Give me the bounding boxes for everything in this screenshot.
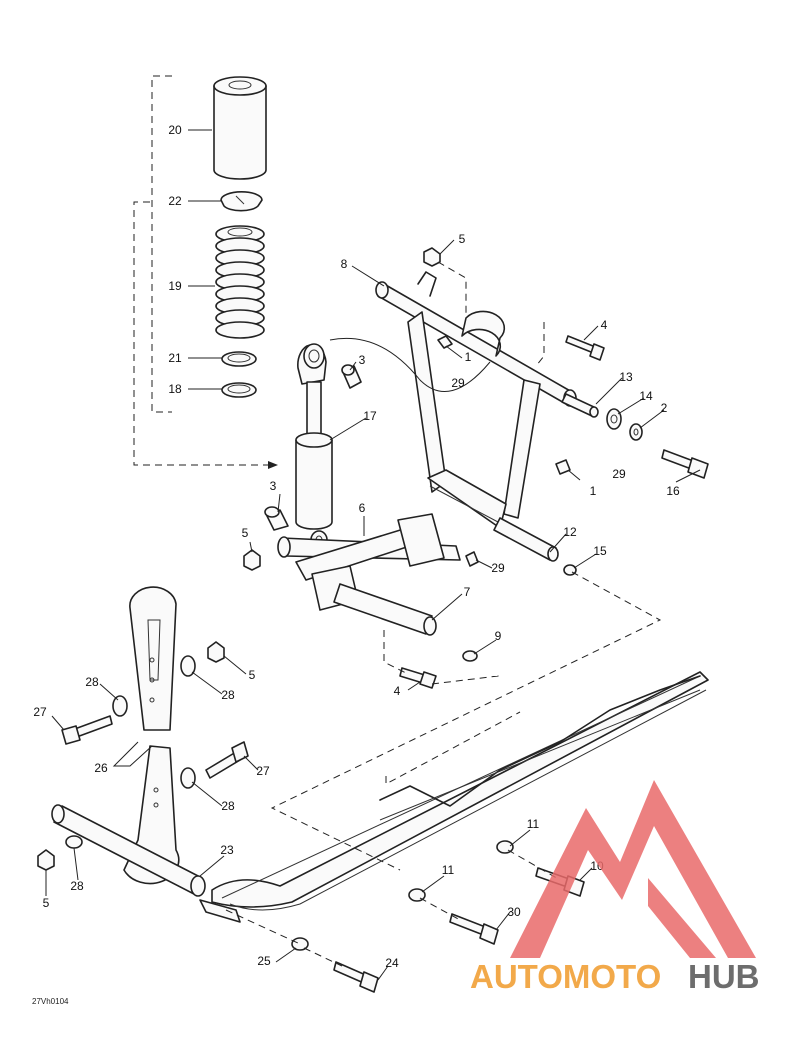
callout-c7: 7 <box>464 585 471 599</box>
callout-c28b: 28 <box>221 688 235 702</box>
callout-c6: 6 <box>359 501 366 515</box>
callout-c4b: 4 <box>394 684 401 698</box>
ski-axle <box>37 804 206 897</box>
callout-c11b: 11 <box>442 863 455 877</box>
callout-c19: 19 <box>168 279 182 293</box>
callout-c14: 14 <box>639 389 653 403</box>
watermark-logo-icon <box>510 780 756 958</box>
callout-c17: 17 <box>363 409 377 423</box>
callout-c29b: 29 <box>612 467 626 481</box>
watermark-text-b: HUB <box>688 958 760 995</box>
callout-c9: 9 <box>495 629 502 643</box>
callout-c5a: 5 <box>459 232 466 246</box>
rear-arm <box>243 513 479 689</box>
callout-c28c: 28 <box>221 799 235 813</box>
watermark-text-a: AUTOMOTO <box>470 958 661 995</box>
callout-c28d: 28 <box>70 879 84 893</box>
callout-c16: 16 <box>666 484 680 498</box>
callout-c5d: 5 <box>43 896 50 910</box>
callout-c26: 26 <box>94 761 108 775</box>
callout-c27b: 27 <box>256 764 270 778</box>
callout-c5b: 5 <box>242 526 249 540</box>
leader-lines <box>45 129 701 981</box>
watermark-logo <box>510 780 756 958</box>
callout-c5c: 5 <box>249 668 256 682</box>
spring-seat-washer <box>221 382 257 398</box>
callout-c3a: 3 <box>359 353 366 367</box>
callout-c30: 30 <box>507 905 521 919</box>
callout-c27a: 27 <box>33 705 47 719</box>
callout-c3b: 3 <box>270 479 277 493</box>
watermark-logo-inner <box>648 878 716 958</box>
callout-c20: 20 <box>168 123 182 137</box>
shock-absorber <box>295 343 333 550</box>
callout-c23: 23 <box>220 843 234 857</box>
callout-c29a: 29 <box>451 376 465 390</box>
assembly-lines <box>225 261 662 967</box>
spring-retainer <box>220 191 263 212</box>
callout-c1a: 1 <box>465 350 472 364</box>
callout-c11a: 11 <box>527 817 540 831</box>
coil-spring <box>215 225 265 339</box>
callout-c29c: 29 <box>491 561 505 575</box>
bushing-upper <box>341 364 362 389</box>
callout-c15: 15 <box>593 544 607 558</box>
callout-c25: 25 <box>257 954 271 968</box>
callout-c21: 21 <box>168 351 182 365</box>
bushing-lower <box>264 506 289 531</box>
spring-kit-bracket <box>133 75 278 469</box>
callout-c18: 18 <box>168 382 182 396</box>
callout-c8: 8 <box>341 257 348 271</box>
callout-c12: 12 <box>563 525 577 539</box>
ski <box>199 671 709 993</box>
figure-code: 27Vh0104 <box>32 997 69 1006</box>
front-arm <box>375 247 709 576</box>
shock-boot <box>213 76 267 180</box>
callout-c28a: 28 <box>85 675 99 689</box>
callout-c22: 22 <box>168 194 182 208</box>
callout-c4a: 4 <box>601 318 608 332</box>
callout-c2: 2 <box>661 401 668 415</box>
spring-seat-ring <box>221 351 257 367</box>
callout-c1b: 1 <box>590 484 597 498</box>
callout-c24: 24 <box>385 956 399 970</box>
callout-c13: 13 <box>619 370 633 384</box>
